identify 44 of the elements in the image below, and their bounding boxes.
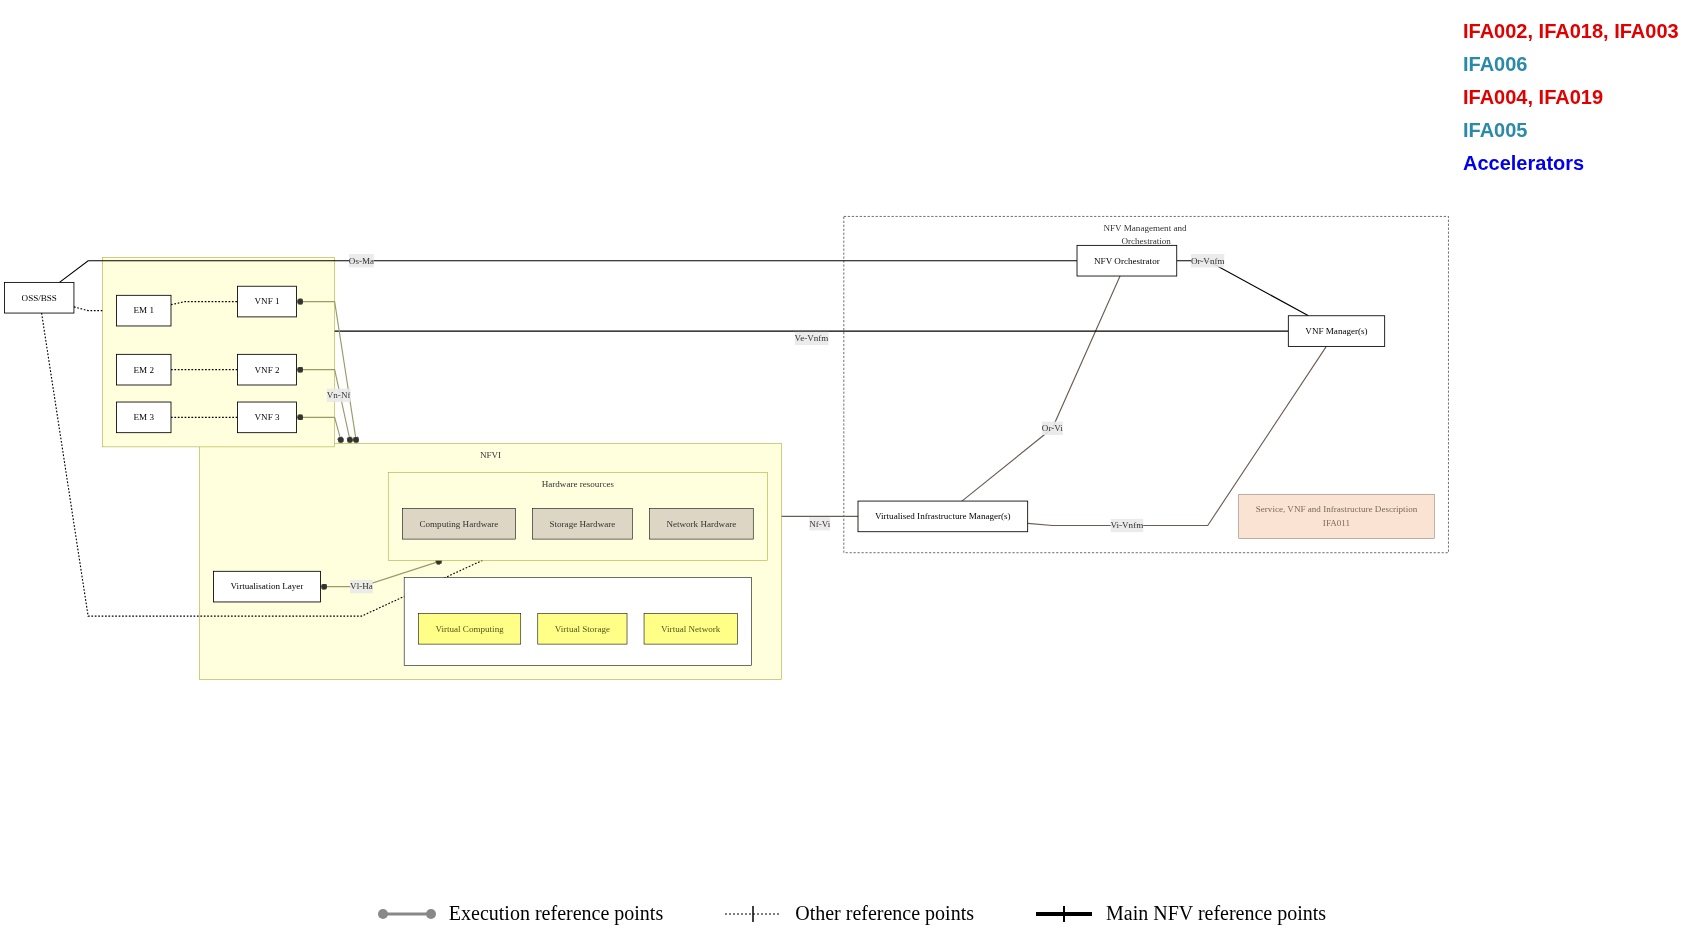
edge-label: Nf-Vi: [809, 518, 831, 529]
edge-label: Vn-Nf: [326, 390, 351, 400]
edge-label: Os-Ma: [348, 255, 375, 266]
node-box: Virtualisation Layer: [213, 570, 321, 603]
node-box: EM 2: [116, 353, 172, 386]
legend-text: Other reference points: [795, 902, 974, 925]
node-box: NFV Orchestrator: [1076, 244, 1178, 277]
connector: [781, 515, 859, 517]
edge-label: Vi-Vnfm: [1110, 520, 1144, 531]
cluster: [403, 577, 752, 666]
node-box: Computing Hardware: [402, 508, 516, 540]
node-box: OSS/BSS: [4, 282, 75, 314]
connector: [295, 366, 354, 445]
edge-label: Vl-Ha: [350, 581, 373, 592]
node-box: Storage Hardware: [532, 508, 633, 540]
node-box: Virtual Network: [643, 613, 738, 645]
connector: [58, 260, 1078, 283]
edge-label: Ve-Vnfm: [794, 333, 829, 343]
node-box: Virtual Storage: [537, 613, 628, 645]
legend-text: Execution reference points: [448, 902, 664, 925]
connector: [73, 306, 103, 312]
node-box: EM 1: [116, 294, 172, 327]
node-box: VNF 1: [237, 285, 297, 318]
node-box: Network Hardware: [649, 508, 754, 540]
interface-label: IFA002, IFA018, IFA003: [1463, 20, 1680, 43]
node-box: Service, VNF and Infrastructure Description IFA011: [1238, 493, 1435, 539]
interface-label: IFA005: [1463, 119, 1529, 142]
connector: [295, 298, 360, 445]
node-box: VNF 2: [237, 353, 297, 386]
connector: [961, 275, 1121, 502]
legend-text: Main NFV reference points: [1106, 902, 1327, 925]
node-box: VNF 3: [237, 401, 297, 434]
edge-label: Or-Vi: [1041, 423, 1063, 433]
edge-label: Or-Vnfm: [1190, 255, 1225, 266]
connector: [334, 330, 1289, 332]
interface-label: IFA004, IFA019: [1463, 86, 1605, 109]
connector: [295, 413, 345, 445]
node-box: VNF Manager(s): [1287, 315, 1386, 347]
connector: [1027, 345, 1327, 527]
interface-label: Accelerators: [1463, 152, 1586, 175]
node-box: Virtual Computing: [418, 613, 522, 645]
interface-label: IFA006: [1463, 53, 1529, 76]
node-box: Virtualised Infrastructure Manager(s): [857, 500, 1029, 533]
node-box: EM 3: [116, 401, 172, 434]
